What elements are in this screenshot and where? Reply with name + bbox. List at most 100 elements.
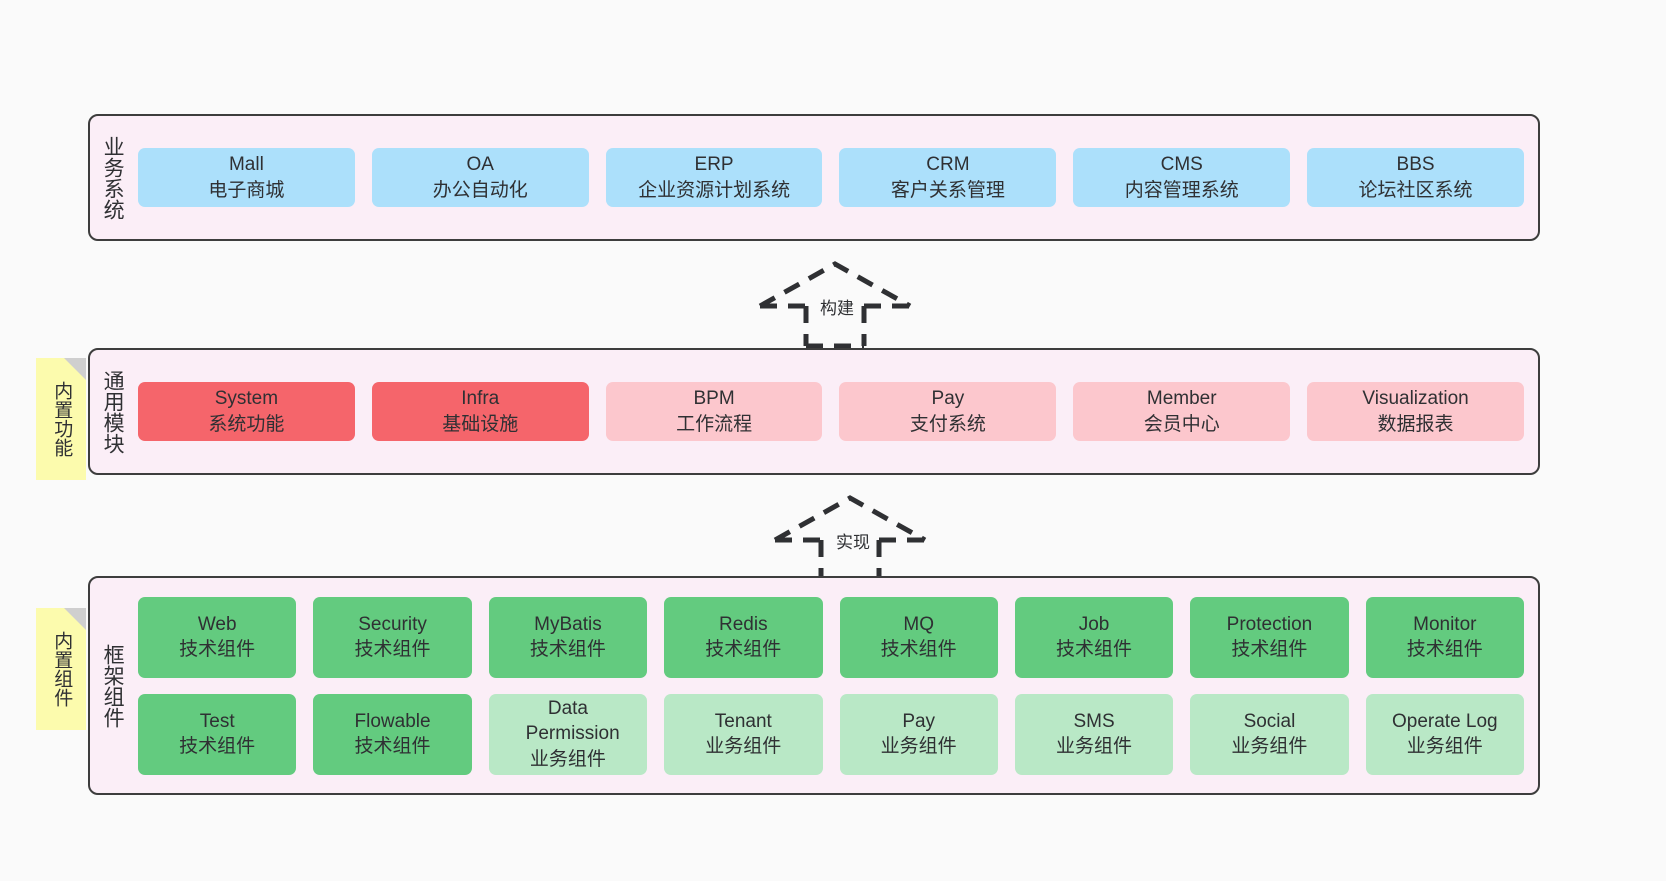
card-desc: 技术组件 <box>529 639 606 660</box>
card-cms[interactable]: CMS 内容管理系统 <box>1073 148 1291 207</box>
card-desc: 业务组件 <box>1056 736 1133 757</box>
card-name: MQ <box>903 613 934 635</box>
card-job[interactable]: Job 技术组件 <box>1014 596 1174 678</box>
card-name: MyBatis <box>534 613 602 635</box>
card-desc: 支付系统 <box>909 413 986 435</box>
card-operate-log[interactable]: Operate Log 业务组件 <box>1365 693 1524 775</box>
card-crm[interactable]: CRM 客户关系管理 <box>839 148 1057 207</box>
arrow-build <box>758 261 912 348</box>
layer-body-framework-component: Web 技术组件 Security 技术组件 MyBatis 技术组件 Redi… <box>134 578 1538 793</box>
card-name: Redis <box>719 613 768 635</box>
card-name: Job <box>1078 613 1110 635</box>
card-security[interactable]: Security 技术组件 <box>313 596 472 678</box>
card-desc: 技术组件 <box>354 639 431 660</box>
card-desc: 技术组件 <box>705 639 782 660</box>
card-name: BBS <box>1396 154 1435 176</box>
card-visualization[interactable]: Visualization 数据报表 <box>1307 382 1524 441</box>
card-row: Test 技术组件 Flowable 技术组件 Data Permission … <box>138 693 1524 775</box>
card-row: System 系统功能 Infra 基础设施 BPM 工作流程 Pay 支付系统… <box>138 382 1524 441</box>
card-data-permission[interactable]: Data Permission 业务组件 <box>488 693 648 775</box>
layer-body-common-module: System 系统功能 Infra 基础设施 BPM 工作流程 Pay 支付系统… <box>134 350 1538 473</box>
card-monitor[interactable]: Monitor 技术组件 <box>1365 596 1524 678</box>
card-mq[interactable]: MQ 技术组件 <box>839 596 998 678</box>
card-protection[interactable]: Protection 技术组件 <box>1190 596 1349 678</box>
card-member[interactable]: Member 会员中心 <box>1073 382 1291 441</box>
card-name: CMS <box>1160 154 1203 176</box>
layer-title-framework-component: 框架组件 <box>101 643 125 728</box>
card-name: Social <box>1243 710 1296 732</box>
layer-title-business-system: 业务系统 <box>101 135 125 220</box>
card-name: CRM <box>926 154 970 176</box>
layer-body-business-system: Mall 电子商城 OA 办公自动化 ERP 企业资源计划系统 CRM 客户关系… <box>134 116 1538 239</box>
card-desc: 业务组件 <box>1231 736 1308 757</box>
card-desc: 技术组件 <box>1056 639 1133 660</box>
note-fold-corner-icon <box>64 358 86 380</box>
card-mall[interactable]: Mall 电子商城 <box>138 148 355 207</box>
card-row: Web 技术组件 Security 技术组件 MyBatis 技术组件 Redi… <box>138 596 1524 678</box>
card-social[interactable]: Social 业务组件 <box>1190 693 1349 775</box>
card-bbs[interactable]: BBS 论坛社区系统 <box>1307 148 1524 207</box>
card-desc: 论坛社区系统 <box>1358 179 1473 201</box>
arrow-label-build: 构建 <box>820 299 854 318</box>
card-desc: 技术组件 <box>354 736 431 757</box>
card-name: Flowable <box>354 710 431 732</box>
card-erp[interactable]: ERP 企业资源计划系统 <box>605 148 823 207</box>
card-name: Member <box>1146 388 1217 410</box>
card-redis[interactable]: Redis 技术组件 <box>664 596 823 678</box>
card-system[interactable]: System 系统功能 <box>138 382 355 441</box>
card-name: Visualization <box>1362 388 1469 410</box>
card-mybatis[interactable]: MyBatis 技术组件 <box>488 596 648 678</box>
note-fold-corner-icon <box>64 608 86 630</box>
card-name: Protection <box>1226 613 1313 635</box>
card-desc: 内容管理系统 <box>1124 179 1239 201</box>
arrow-head-build <box>758 261 912 309</box>
card-name: Security <box>358 613 427 635</box>
card-desc: 技术组件 <box>179 736 256 757</box>
arrow-label-implement: 实现 <box>836 533 870 552</box>
card-name: Tenant <box>714 710 772 732</box>
card-infra[interactable]: Infra 基础设施 <box>371 382 589 441</box>
card-desc: 会员中心 <box>1143 413 1220 435</box>
card-desc: 系统功能 <box>208 413 285 435</box>
card-name: Operate Log <box>1391 710 1498 732</box>
card-desc: 基础设施 <box>442 413 519 435</box>
layer-common-module: 通用模块 System 系统功能 Infra 基础设施 BPM 工作流程 Pay… <box>88 348 1540 475</box>
card-desc: 技术组件 <box>880 639 957 660</box>
card-test[interactable]: Test 技术组件 <box>138 693 297 775</box>
note-label: 内置功能 <box>51 381 73 457</box>
card-desc: 数据报表 <box>1377 413 1454 435</box>
card-name: ERP <box>694 154 734 176</box>
card-tenant[interactable]: Tenant 业务组件 <box>664 693 823 775</box>
card-name: Test <box>199 710 235 732</box>
sticky-note-builtin-components: 内置组件 <box>36 608 86 730</box>
card-flowable[interactable]: Flowable 技术组件 <box>313 693 472 775</box>
card-desc: 工作流程 <box>676 413 753 435</box>
card-name: Mall <box>228 154 264 176</box>
card-desc: 业务组件 <box>1406 736 1483 757</box>
sticky-note-builtin-features: 内置功能 <box>36 358 86 480</box>
card-desc: 企业资源计划系统 <box>638 179 791 201</box>
card-desc: 技术组件 <box>179 639 256 660</box>
card-desc: 办公自动化 <box>432 179 528 201</box>
card-name: BPM <box>693 388 735 410</box>
card-name: Monitor <box>1413 613 1477 635</box>
card-name: SMS <box>1073 710 1115 732</box>
card-pay-business[interactable]: Pay 业务组件 <box>839 693 998 775</box>
card-name: OA <box>466 154 494 176</box>
card-web[interactable]: Web 技术组件 <box>138 596 297 678</box>
card-oa[interactable]: OA 办公自动化 <box>371 148 589 207</box>
layer-framework-component: 框架组件 Web 技术组件 Security 技术组件 MyBatis 技术组件… <box>88 576 1540 795</box>
card-bpm[interactable]: BPM 工作流程 <box>605 382 823 441</box>
card-desc: 业务组件 <box>705 736 782 757</box>
card-desc: 客户关系管理 <box>890 179 1005 201</box>
card-sms[interactable]: SMS 业务组件 <box>1014 693 1174 775</box>
card-name: Pay <box>902 710 936 732</box>
card-desc: 技术组件 <box>1406 639 1483 660</box>
card-name: Web <box>197 613 237 635</box>
card-pay[interactable]: Pay 支付系统 <box>839 382 1057 441</box>
note-label: 内置组件 <box>51 631 73 707</box>
card-desc: 业务组件 <box>529 748 606 770</box>
card-desc: 技术组件 <box>1231 639 1308 660</box>
card-row: Mall 电子商城 OA 办公自动化 ERP 企业资源计划系统 CRM 客户关系… <box>138 148 1524 207</box>
